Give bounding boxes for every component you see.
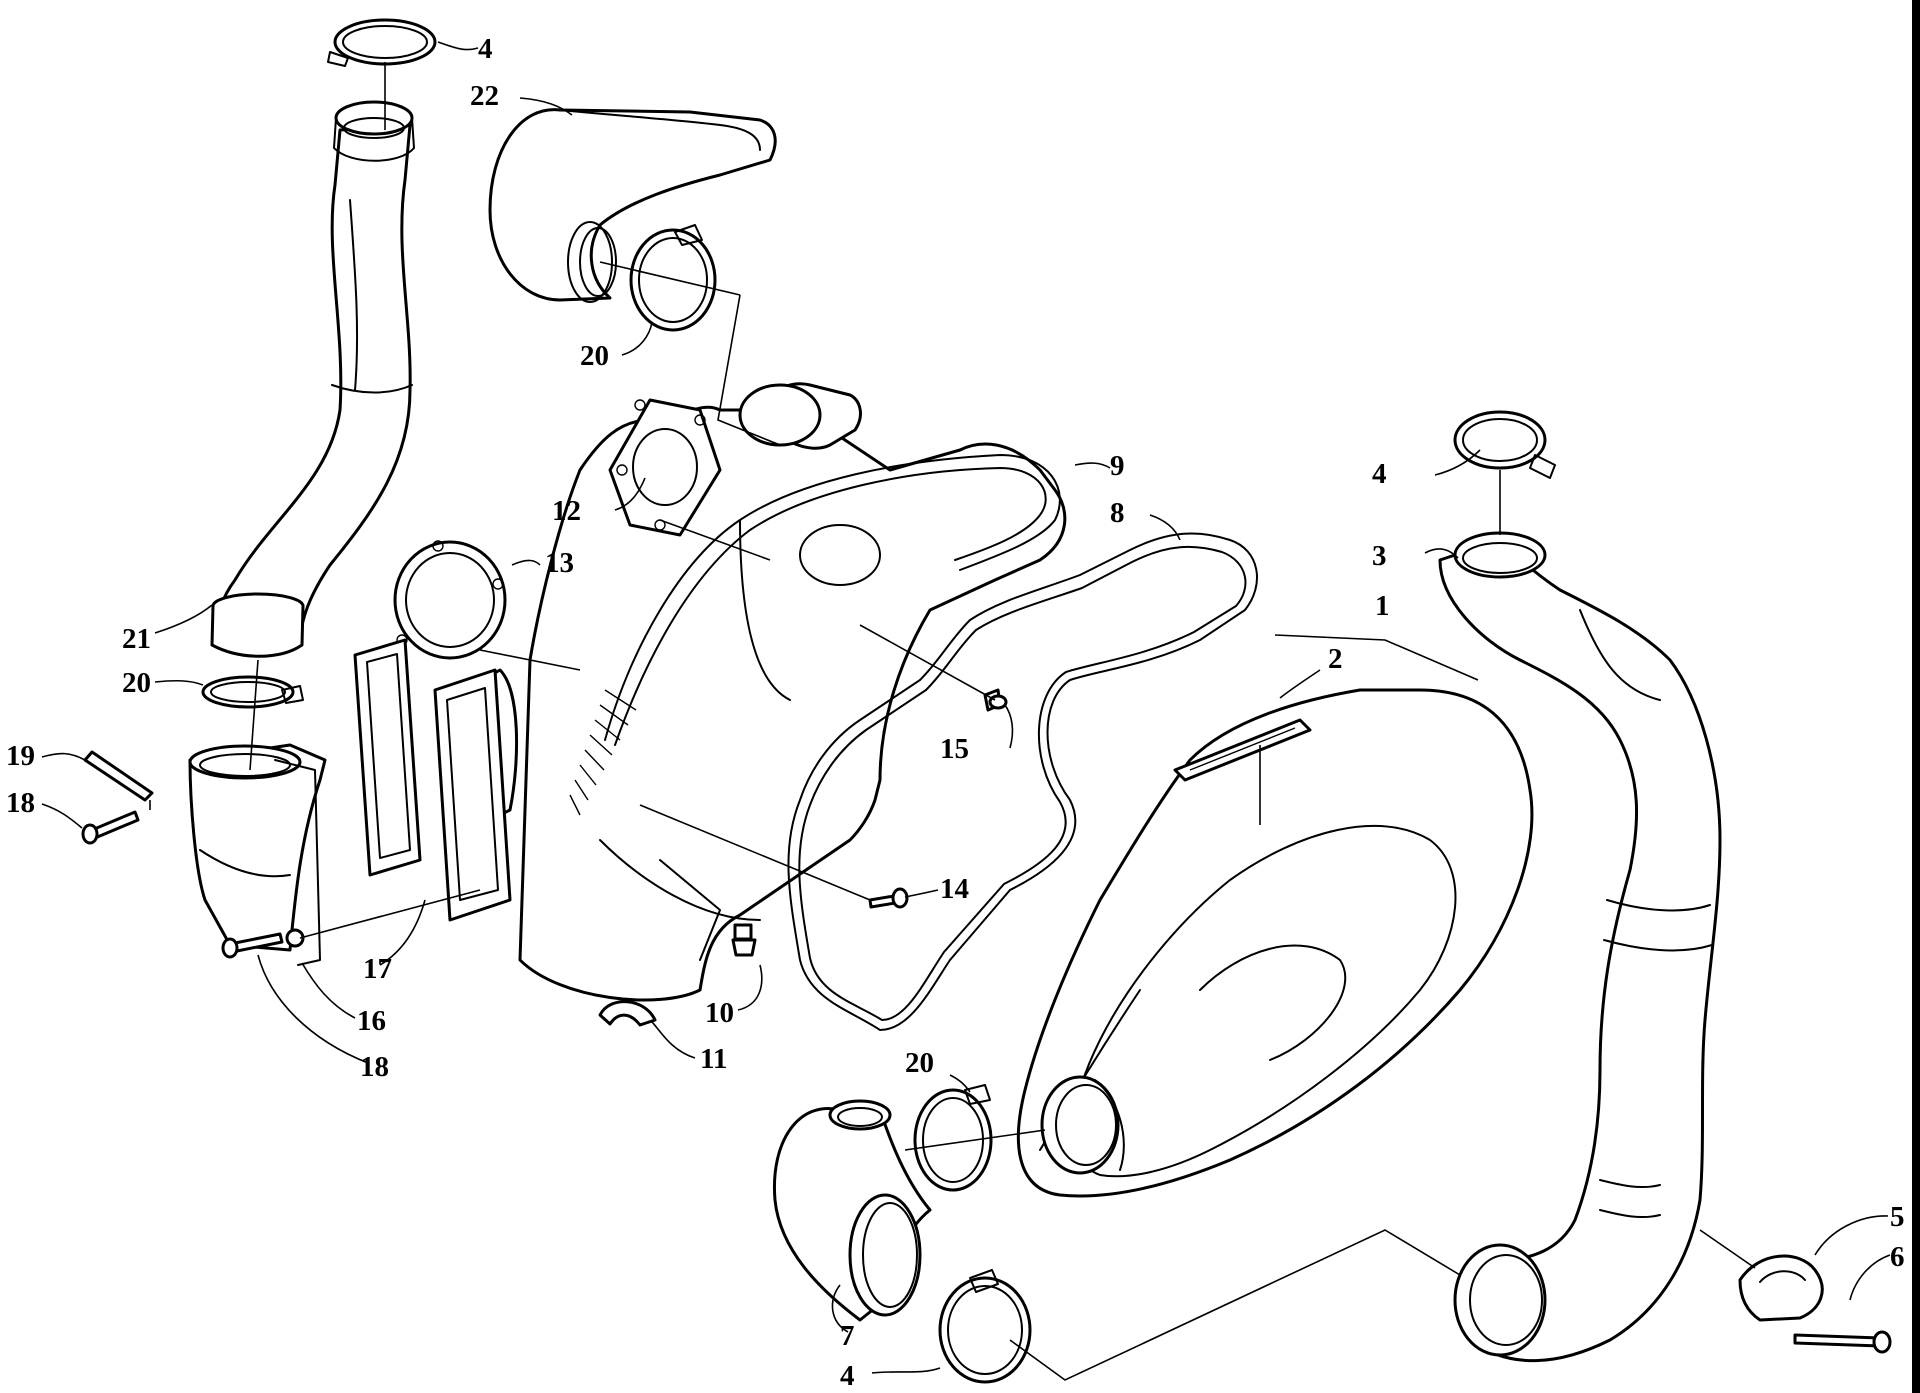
assembly-lines [149, 62, 1756, 1381]
callout-1: 1 [1375, 590, 1390, 622]
part-11-clip [598, 1000, 657, 1027]
part-20-clamp-upper [629, 224, 717, 332]
part-2-decal [1173, 718, 1312, 782]
part-20-clamp-lower [913, 1084, 993, 1192]
part-4-hose-clamp-top [327, 18, 437, 67]
part-8-gasket [787, 532, 1258, 1031]
callout-3: 3 [1372, 540, 1387, 572]
callout-12: 12 [552, 495, 581, 527]
callout-19: 19 [6, 740, 35, 772]
part-3-outlet-duct [1438, 531, 1722, 1363]
part-19-spacer [83, 750, 154, 802]
part-14-bolt [868, 887, 909, 909]
callout-2: 2 [1328, 643, 1343, 675]
callout-7: 7 [840, 1320, 855, 1352]
part-13-round-gasket [393, 540, 507, 660]
part-18-screw-lower [221, 928, 305, 959]
callout-16: 16 [357, 1005, 386, 1037]
part-4-hose-clamp-right [1453, 410, 1556, 479]
callout-14: 14 [940, 873, 969, 905]
part-22-elbow-duct [488, 108, 777, 303]
callout-21: 21 [122, 623, 151, 655]
callout-17: 17 [363, 953, 392, 985]
callout-15: 15 [940, 733, 969, 765]
callout-9: 9 [1110, 450, 1125, 482]
callout-18-lower: 18 [360, 1051, 389, 1083]
callout-18-upper: 18 [6, 787, 35, 819]
callout-8: 8 [1110, 497, 1125, 529]
callout-20-upper: 20 [580, 340, 609, 372]
part-6-screw [1793, 1330, 1892, 1354]
part-21-intake-duct [210, 100, 415, 658]
callout-6: 6 [1890, 1241, 1905, 1273]
callout-4-bottom: 4 [840, 1360, 855, 1392]
callout-13: 13 [545, 547, 574, 579]
part-17-rect-gasket [353, 638, 512, 922]
callout-4-top: 4 [478, 33, 493, 65]
part-20-clamp-mid [201, 675, 304, 709]
callout-20-mid: 20 [122, 667, 151, 699]
part-5-bracket [1738, 1254, 1824, 1322]
callout-10: 10 [705, 997, 734, 1029]
part-1-outer-cover [1017, 688, 1534, 1198]
callout-11: 11 [700, 1043, 727, 1075]
part-7-elbow [772, 1099, 932, 1322]
part-9-inner-housing [458, 382, 1067, 1002]
part-10-drain-plug [731, 923, 757, 957]
part-15-bolt [983, 688, 1008, 712]
right-edge-bar [1912, 0, 1920, 1393]
part-12-flange-gasket [608, 398, 722, 537]
part-16-intake-box [188, 743, 327, 966]
callout-22: 22 [470, 80, 499, 112]
callout-5: 5 [1890, 1201, 1905, 1233]
part-4-hose-clamp-bottom [938, 1269, 1032, 1384]
callout-leaders [41, 41, 1891, 1374]
callout-20-lower: 20 [905, 1047, 934, 1079]
callout-4-right: 4 [1372, 458, 1387, 490]
callout-labels: 4 22 20 9 8 12 13 4 3 1 2 21 20 19 18 15… [6, 33, 1905, 1392]
part-18-screw-upper [81, 810, 140, 845]
